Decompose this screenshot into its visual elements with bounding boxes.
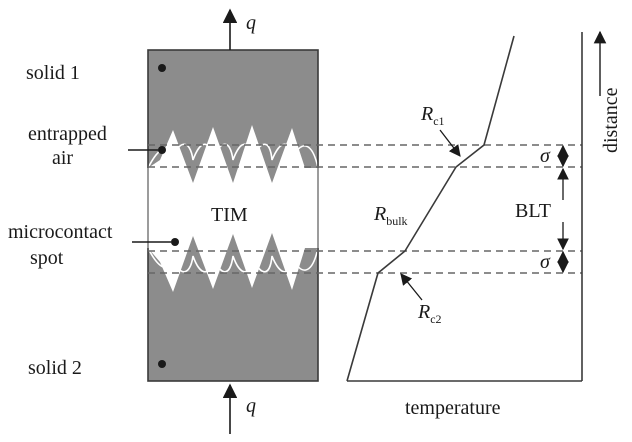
sigma-bottom-label: σ xyxy=(540,251,551,273)
r-c1-pointer xyxy=(439,129,461,157)
q-top-label: q xyxy=(246,12,256,34)
microcontact-dot xyxy=(171,238,179,246)
interface-dashed-lines xyxy=(148,144,582,274)
r-c2-pointer xyxy=(400,273,423,301)
solid-1-dot xyxy=(158,64,166,72)
microcontact-label-line1: microcontact xyxy=(8,221,113,243)
r-c2-sub: c2 xyxy=(430,312,441,326)
sigma-top-label: σ xyxy=(540,145,551,167)
entrapped-air-bubbles-top xyxy=(148,143,318,169)
microcontact-label-line2: spot xyxy=(30,247,64,269)
temperature-profile-curve xyxy=(346,35,515,382)
r-bulk-sub: bulk xyxy=(386,214,407,228)
r-bulk-label: Rbulk xyxy=(373,203,408,228)
solid-2-region xyxy=(148,233,318,381)
r-c2-main: R xyxy=(417,301,430,323)
blt-label: BLT xyxy=(515,200,551,222)
r-c1-sub: c1 xyxy=(433,114,444,128)
solid-1-label: solid 1 xyxy=(26,62,80,84)
solid-layers xyxy=(148,50,318,381)
solid-2-dot xyxy=(158,360,166,368)
distance-label: distance xyxy=(600,87,622,153)
entrapped-air-bubbles-bottom xyxy=(148,247,318,273)
r-bulk-main: R xyxy=(373,203,386,225)
entrapped-air-label-line2: air xyxy=(52,147,73,169)
q-bottom-label: q xyxy=(246,395,256,417)
tim-label: TIM xyxy=(211,204,248,226)
entrapped-air-dot xyxy=(158,146,166,154)
solid-2-label: solid 2 xyxy=(28,357,82,379)
temperature-label: temperature xyxy=(405,397,501,419)
r-c2-label: Rc2 xyxy=(417,301,442,326)
r-c1-label: Rc1 xyxy=(420,103,445,128)
r-c1-main: R xyxy=(420,103,433,125)
solid-1-region xyxy=(148,50,318,183)
entrapped-air-label-line1: entrapped xyxy=(28,123,107,145)
